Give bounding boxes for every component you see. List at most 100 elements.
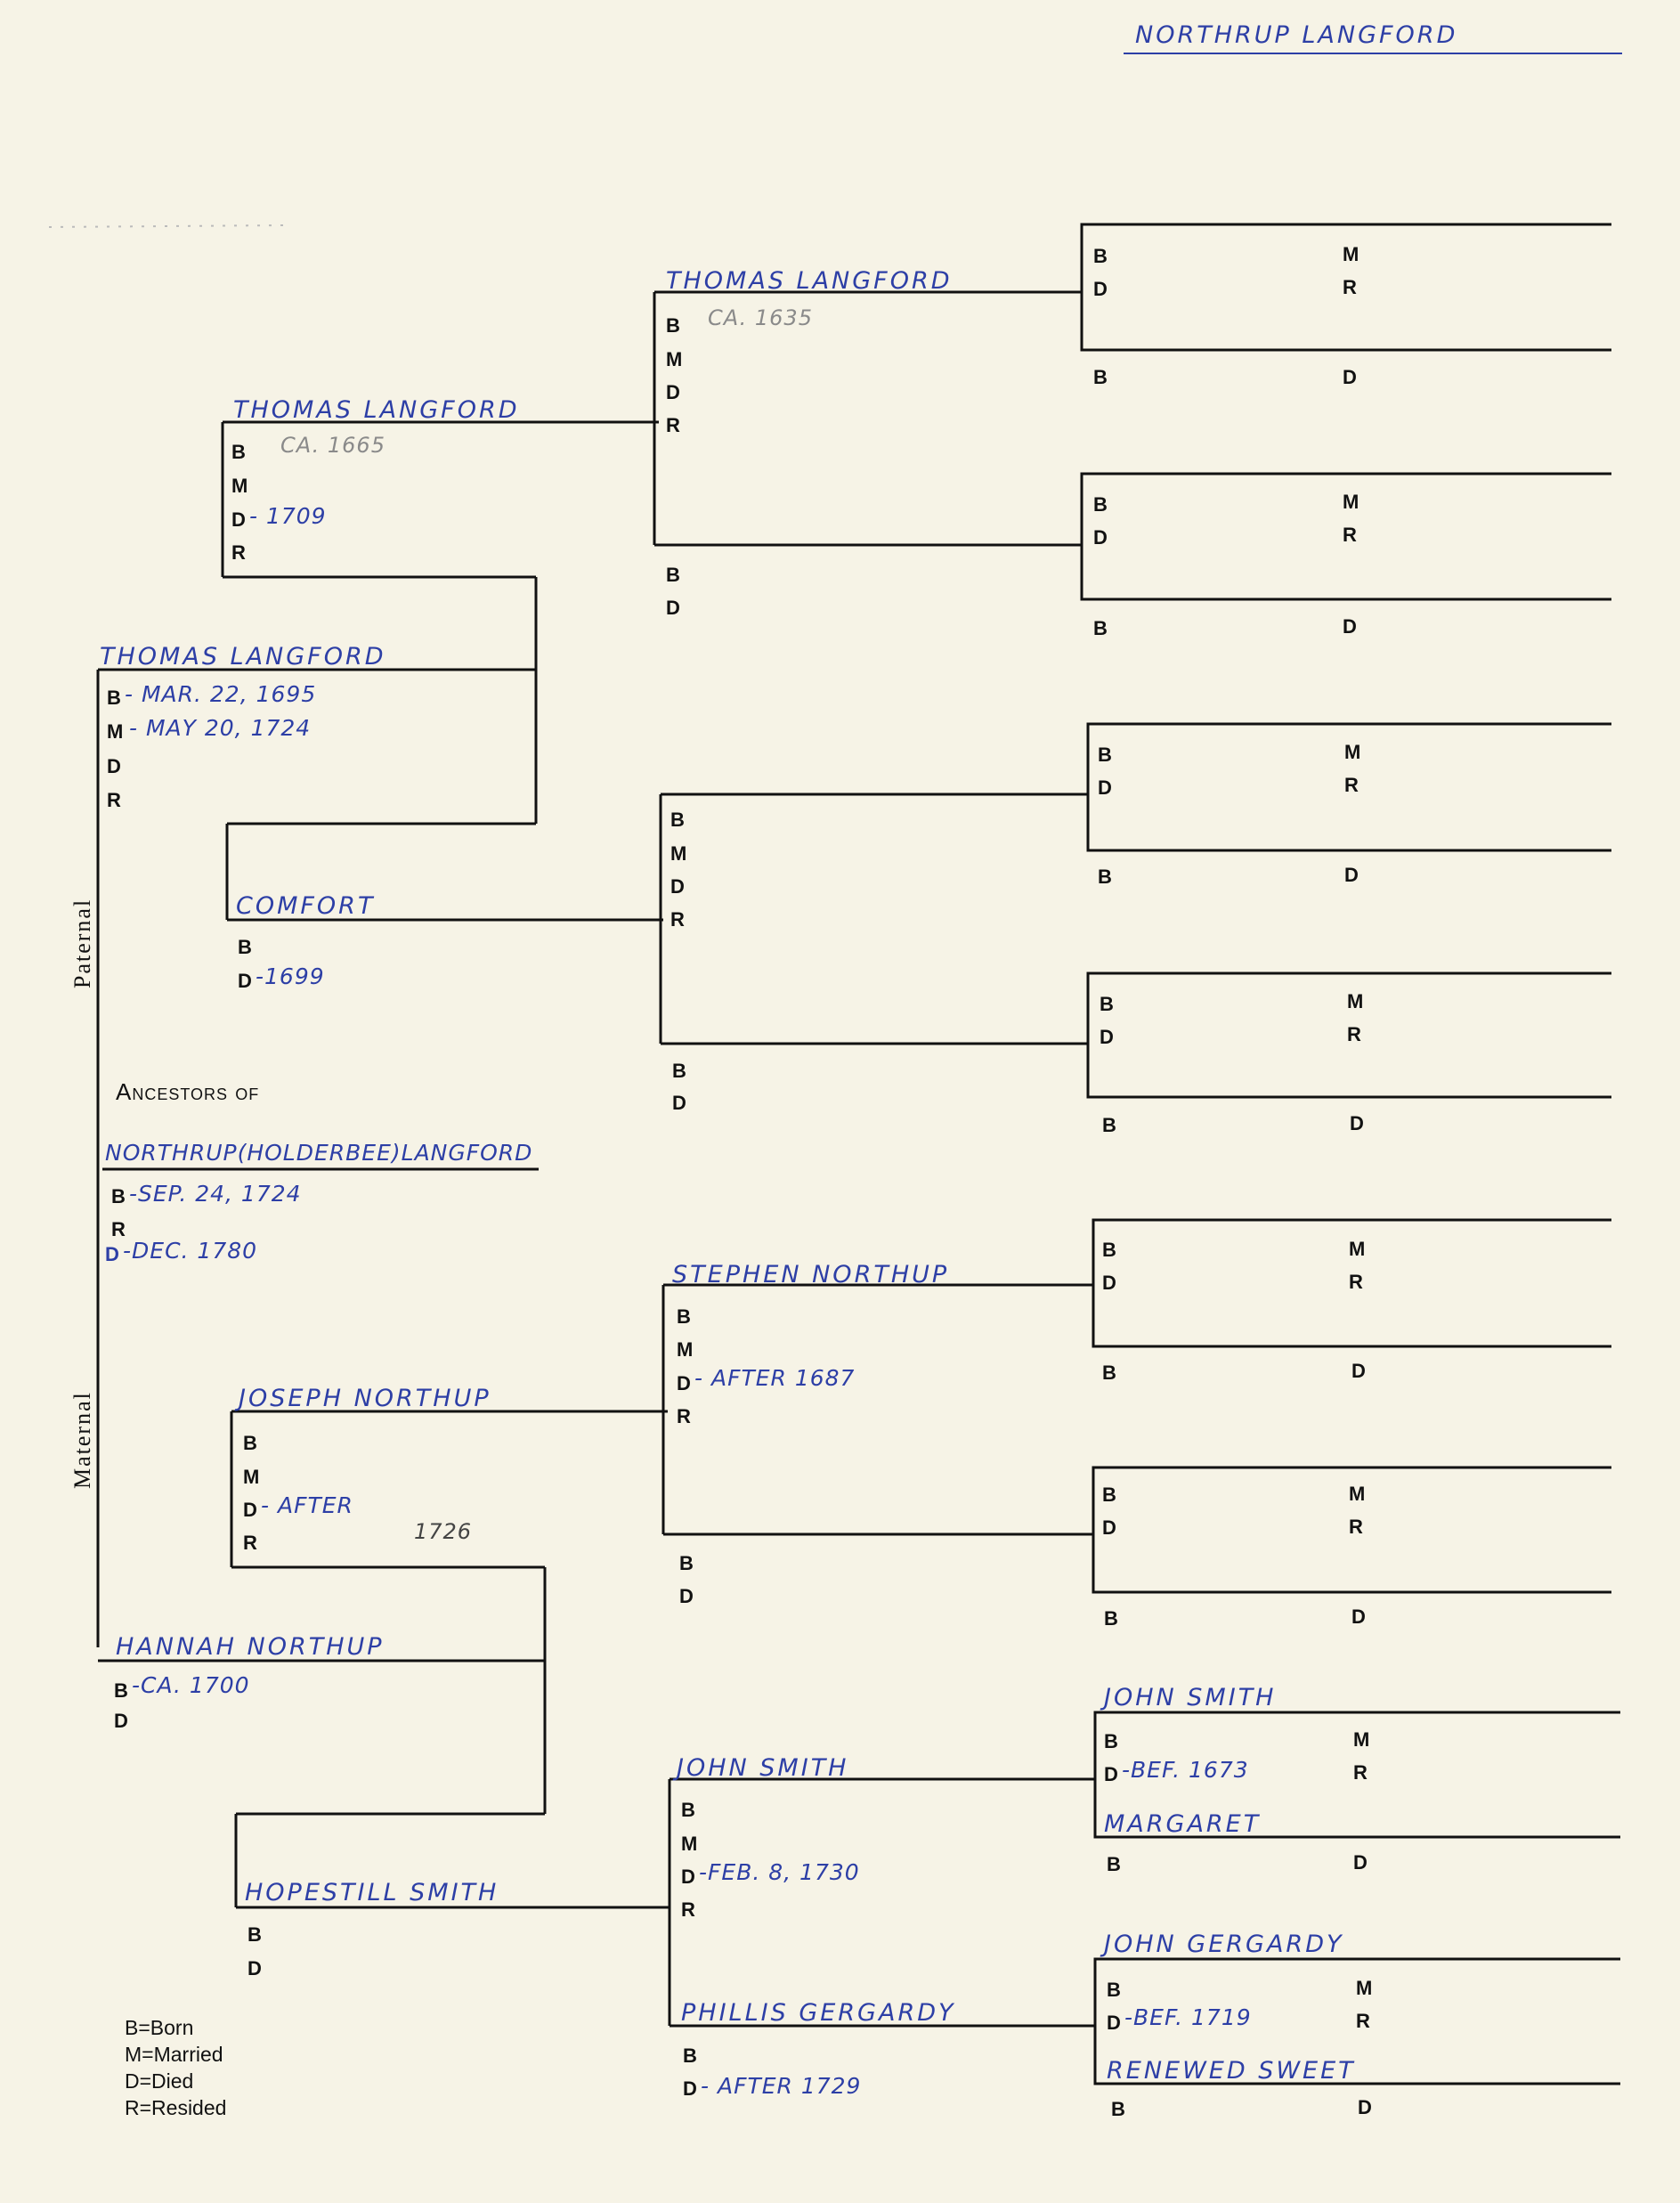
- mother-d-label: D: [114, 1710, 128, 1732]
- box5w-b-label: B: [1102, 1362, 1116, 1384]
- mgm-b-label: B: [248, 1923, 262, 1946]
- box3-r-label: R: [1344, 774, 1359, 796]
- box2w-d-label: D: [1343, 615, 1357, 638]
- box7-m-label: M: [1353, 1728, 1370, 1751]
- chart-title: Ancestors of: [116, 1078, 260, 1105]
- mgf-r-label: R: [243, 1532, 257, 1554]
- mggf1-r-label: R: [677, 1405, 691, 1427]
- box8-m-label: M: [1356, 1977, 1373, 1999]
- legend-resided: R=Resided: [125, 2096, 227, 2119]
- subject-died: -DEC. 1780: [123, 1238, 258, 1264]
- mgf-b-label: B: [243, 1432, 257, 1454]
- box3w-b-label: B: [1098, 866, 1112, 888]
- mggm1-d-label: D: [679, 1585, 694, 1607]
- pgm-name: COMFORT: [236, 892, 376, 920]
- box4w-b-label: B: [1102, 1114, 1116, 1136]
- pggm-d-label: D: [666, 597, 680, 619]
- box8-d-label: D: [1107, 2012, 1121, 2034]
- pgm-b-label: B: [238, 936, 252, 958]
- mggf1-d-label: D: [677, 1372, 691, 1394]
- box5-b-label: B: [1102, 1239, 1116, 1261]
- mggf2-r-label: R: [681, 1898, 695, 1921]
- g5-1-died: -BEF. 1673: [1122, 1757, 1249, 1783]
- mggf1-b-label: B: [677, 1305, 691, 1328]
- g3b2-b-label: B: [670, 809, 685, 831]
- father-name: THOMAS LANGFORD: [100, 643, 386, 671]
- box4-b-label: B: [1100, 993, 1114, 1015]
- mgm-name: HOPESTILL SMITH: [245, 1879, 499, 1906]
- pgf-m-label: M: [231, 475, 248, 497]
- g3b2-r-label: R: [670, 908, 685, 931]
- box3-b-label: B: [1098, 744, 1112, 766]
- pggf-m-label: M: [666, 348, 683, 370]
- box4w-d-label: D: [1350, 1112, 1364, 1134]
- pggf-d-label: D: [666, 381, 680, 403]
- mggf1-m-label: M: [677, 1338, 694, 1361]
- box7-b-label: B: [1104, 1730, 1118, 1752]
- box6w-b-label: B: [1104, 1607, 1118, 1630]
- box1w-d-label: D: [1343, 366, 1357, 388]
- pggf-name: THOMAS LANGFORD: [666, 267, 953, 295]
- box5-r-label: R: [1349, 1271, 1363, 1293]
- mggm2-d-label: D: [683, 2077, 697, 2100]
- mother-name: HANNAH NORTHUP: [116, 1633, 385, 1661]
- father-married: - MAY 20, 1724: [129, 715, 312, 741]
- pgm-died: -1699: [256, 963, 325, 989]
- mggm1-b-label: B: [679, 1552, 694, 1574]
- g5-1-name: JOHN SMITH: [1104, 1684, 1277, 1711]
- pggm-b-label: B: [666, 564, 680, 586]
- mggm2-died: - AFTER 1729: [701, 2073, 862, 2099]
- mgf-died-note: 1726: [414, 1519, 473, 1544]
- g5-4-name: RENEWED SWEET: [1107, 2057, 1356, 2085]
- subject-name: NORTHRUP(HOLDERBEE)LANGFORD: [105, 1140, 533, 1166]
- box4-d-label: D: [1100, 1026, 1114, 1048]
- father-d-label: D: [107, 755, 121, 777]
- mggf2-d-label: D: [681, 1866, 695, 1888]
- g3b2w-d-label: D: [672, 1092, 686, 1114]
- box2-b-label: B: [1093, 493, 1108, 516]
- subject-born: -SEP. 24, 1724: [129, 1181, 302, 1207]
- box1-m-label: M: [1343, 243, 1359, 265]
- mggf2-m-label: M: [681, 1833, 698, 1855]
- legend-died: D=Died: [125, 2069, 194, 2093]
- pggf-b-label: B: [666, 314, 680, 337]
- g3b2-d-label: D: [670, 875, 685, 898]
- pgf-b-label: B: [231, 441, 246, 463]
- legend-born: B=Born: [125, 2016, 194, 2039]
- box2-d-label: D: [1093, 526, 1108, 549]
- pgf-died: - 1709: [249, 503, 327, 529]
- g5-3-name: JOHN GERGARDY: [1104, 1931, 1344, 1958]
- mgf-died: - AFTER: [261, 1492, 353, 1518]
- subject-d-label: D: [105, 1243, 119, 1265]
- box4-m-label: M: [1347, 990, 1364, 1012]
- box2w-b-label: B: [1093, 617, 1108, 639]
- box7-r-label: R: [1353, 1761, 1368, 1784]
- pgf-d-label: D: [231, 508, 246, 531]
- box1-r-label: R: [1343, 276, 1357, 298]
- paternal-label: Paternal: [69, 898, 95, 988]
- box3-d-label: D: [1098, 776, 1112, 799]
- box8-b-label: B: [1107, 1979, 1121, 2001]
- box5-d-label: D: [1102, 1272, 1116, 1294]
- box3-m-label: M: [1344, 741, 1361, 763]
- legend: B=Born M=Married D=Died R=Resided: [125, 2014, 226, 2121]
- g5-2-name: MARGARET: [1104, 1810, 1262, 1838]
- box5w-d-label: D: [1351, 1360, 1366, 1382]
- mggf2-b-label: B: [681, 1799, 695, 1821]
- pgf-born: CA. 1665: [280, 433, 386, 458]
- father-m-label: M: [107, 720, 124, 743]
- box7w-d-label: D: [1353, 1851, 1368, 1874]
- box5-m-label: M: [1349, 1238, 1366, 1260]
- mgf-d-label: D: [243, 1499, 257, 1521]
- mggf2-name: JOHN SMITH: [677, 1754, 849, 1782]
- mother-born: -CA. 1700: [132, 1672, 250, 1698]
- box6w-d-label: D: [1351, 1606, 1366, 1628]
- box8w-d-label: D: [1358, 2096, 1372, 2118]
- mggm2-b-label: B: [683, 2044, 697, 2067]
- mggf1-name: STEPHEN NORTHUP: [672, 1261, 950, 1288]
- box3w-d-label: D: [1344, 864, 1359, 886]
- box2-m-label: M: [1343, 491, 1359, 513]
- box6-d-label: D: [1102, 1516, 1116, 1539]
- mggf2-died: -FEB. 8, 1730: [699, 1859, 860, 1885]
